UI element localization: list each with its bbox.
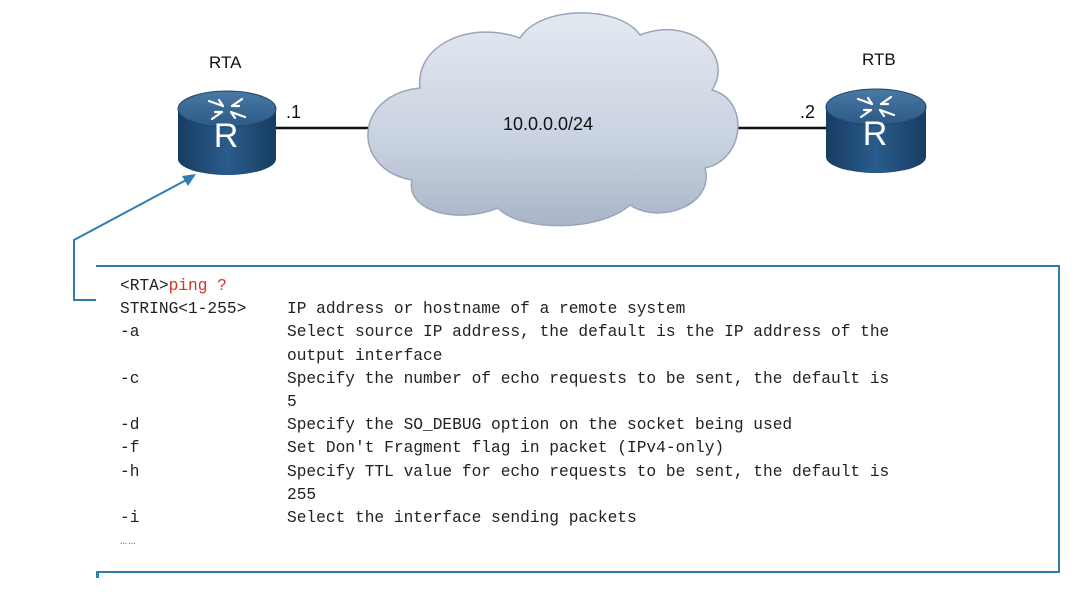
cli-option: -i (120, 509, 140, 528)
cli-description: Specify the SO_DEBUG option on the socke… (287, 416, 793, 435)
cli-more-line: …… (120, 530, 889, 553)
cli-description: Set Don't Fragment flag in packet (IPv4-… (287, 439, 725, 458)
cli-description: IP address or hostname of a remote syste… (287, 300, 686, 319)
rta-interface-label: .1 (286, 102, 302, 122)
cli-description: Select the interface sending packets (287, 509, 637, 528)
cli-description: Specify the number of echo requests to b… (287, 369, 890, 388)
cli-description: Specify TTL value for echo requests to b… (287, 462, 890, 481)
cli-row: -f Set Don't Fragment flag in packet (IPv… (120, 437, 889, 460)
rtb-interface-label: .2 (800, 102, 816, 122)
cli-description: 255 (287, 485, 317, 504)
cli-prompt: <RTA> (120, 277, 169, 295)
cli-option: -h (120, 462, 140, 481)
cli-row: output interface (120, 345, 889, 368)
cli-row: STRING<1-255> IP address or hostname of a… (120, 298, 889, 321)
cloud-icon (367, 12, 739, 227)
router-rtb-icon (825, 88, 927, 173)
cli-option: -f (120, 439, 140, 458)
cli-description: Select source IP address, the default is… (287, 323, 890, 342)
cli-row: -a Select source IP address, the default … (120, 321, 889, 344)
network-label: 10.0.0.0/24 (503, 114, 594, 134)
rtb-label: RTB (862, 50, 896, 69)
router-rtb-glyph: R (862, 115, 888, 153)
cli-row: -d Specify the SO_DEBUG option on the soc… (120, 414, 889, 437)
cli-output-box: <RTA>ping ? STRING<1-255> IP address or h… (96, 265, 1060, 573)
cli-option (120, 391, 287, 414)
cli-row: 5 (120, 391, 889, 414)
cli-more: …… (120, 534, 137, 549)
cli-row: -h Specify TTL value for echo requests to… (120, 461, 889, 484)
cli-description: output interface (287, 346, 443, 365)
cli-description: 5 (287, 393, 297, 412)
cli-output: <RTA>ping ? STRING<1-255> IP address or h… (120, 275, 889, 553)
callout-arrow (73, 174, 196, 301)
cli-row: 255 (120, 484, 889, 507)
cli-option: -a (120, 323, 140, 342)
cli-row: -i Select the interface sending packets (120, 507, 889, 530)
cli-prompt-line: <RTA>ping ? (120, 275, 889, 298)
cli-option: -c (120, 369, 140, 388)
router-rta-icon (177, 90, 277, 175)
cli-command: ping ? (168, 277, 227, 295)
cli-option (120, 484, 287, 507)
cli-option (120, 345, 287, 368)
cli-option: -d (120, 416, 140, 435)
rta-label: RTA (209, 53, 242, 72)
cli-option: STRING<1-255> (120, 300, 247, 319)
cli-row: -c Specify the number of echo requests to… (120, 368, 889, 391)
router-rta-glyph: R (213, 117, 239, 155)
